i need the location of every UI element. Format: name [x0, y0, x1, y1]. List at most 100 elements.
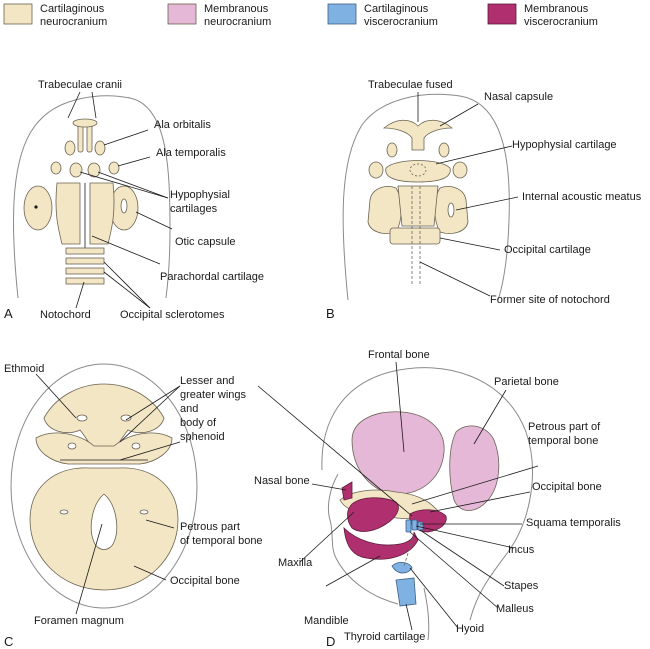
legend-item-membranous-neurocranium: Membranous neurocranium: [167, 3, 271, 28]
jugular-right: [139, 509, 149, 515]
label-incus: Incus: [508, 544, 535, 556]
head-outline: [321, 367, 533, 621]
label-ala-temporalis: Ala temporalis: [156, 147, 226, 159]
hypophysial-cartilage-right: [87, 162, 101, 178]
stapes: [417, 521, 424, 531]
legend-label-line2: viscerocranium: [364, 16, 438, 28]
legend-label-line2: neurocranium: [40, 16, 107, 28]
label-mandible: Mandible: [304, 615, 349, 627]
head-outline: [10, 363, 198, 609]
hypophysial-cartilage-left: [69, 162, 83, 178]
ala-temporalis-left: [50, 161, 62, 175]
internal-acoustic-meatus: [447, 202, 455, 218]
nasal-bone: [341, 481, 353, 501]
label-occipital-bone: Occipital bone: [532, 481, 602, 493]
legend-item-cartilaginous-neurocranium: Cartilaginous neurocranium: [3, 3, 107, 28]
incus: [411, 519, 418, 531]
hypophysial-cartilage: [385, 160, 451, 183]
label-hypophysial-1: Hypophysial: [170, 189, 230, 201]
label-former-notochord: Former site of notochord: [490, 294, 610, 306]
panel-letter-a: A: [4, 306, 13, 321]
label-stapes: Stapes: [504, 580, 539, 592]
label-nasal-capsule: Nasal capsule: [484, 91, 553, 103]
otic-capsule-left: [367, 186, 402, 234]
bone-shapes: [339, 411, 500, 607]
label-frontal-bone: Frontal bone: [368, 349, 430, 361]
nasal-capsule: [382, 119, 454, 151]
legend-label-line1: Cartilaginous: [40, 3, 105, 15]
label-maxilla: Maxilla: [278, 557, 313, 569]
legend-swatch: [3, 3, 33, 25]
middle-cranial-base: [35, 432, 173, 465]
label-trabeculae-fused: Trabeculae fused: [368, 79, 453, 91]
legend-label-line1: Membranous: [204, 3, 269, 15]
label-squama: Squama temporalis: [526, 517, 621, 529]
label-ethmoid: Ethmoid: [4, 363, 44, 375]
label-hypophysial-2: cartilages: [170, 203, 218, 215]
bone-shapes: [29, 383, 179, 591]
legend-label-line2: viscerocranium: [524, 16, 598, 28]
label-malleus: Malleus: [496, 603, 534, 615]
trabecula-lateral-left: [386, 142, 398, 158]
foramen-right: [131, 442, 141, 450]
orbit-right: [120, 414, 132, 422]
label-lesser-2: greater wings: [180, 389, 247, 401]
label-parietal-bone: Parietal bone: [494, 376, 559, 388]
lateral-ala-left: [368, 161, 384, 179]
ala-temporalis-right: [108, 161, 120, 175]
labels: Trabeculae cranii Ala orbitalis Ala temp…: [4, 79, 264, 321]
thyroid-cartilage: [395, 577, 417, 607]
styloid-dashed: [403, 533, 415, 567]
label-ala-orbitalis: Ala orbitalis: [154, 119, 211, 131]
legend-item-cartilaginous-viscerocranium: Cartilaginous viscerocranium: [327, 3, 438, 28]
leader-lines: [257, 361, 539, 631]
legend-swatch: [167, 3, 197, 25]
head-outline: [12, 95, 171, 299]
hypophyseal-fossa: [409, 163, 427, 177]
foramen-magnum: [90, 493, 118, 550]
maxilla: [347, 497, 399, 532]
label-lesser-4: body of: [180, 417, 217, 429]
parietal-bone: [449, 425, 500, 511]
panel-c: Ethmoid Lesser and greater wings and bod…: [4, 363, 263, 649]
label-notochord: Notochord: [40, 309, 91, 321]
malleus: [405, 519, 412, 533]
sclerotome-3: [65, 267, 105, 275]
label-nasal-bone: Nasal bone: [254, 475, 310, 487]
anterior-cranial-base: [43, 383, 165, 453]
label-lesser-1: Lesser and: [180, 375, 234, 387]
panel-letter-b: B: [326, 306, 335, 321]
sclerotome-4: [65, 277, 105, 285]
labels: Frontal bone Parietal bone Petrous part …: [254, 349, 621, 649]
neck-outline: [423, 587, 430, 641]
label-foramen-magnum: Foramen magnum: [34, 615, 124, 627]
label-hypophysial-cartilage: Hypophysial cartilage: [512, 139, 617, 151]
panel-letter-d: D: [326, 634, 335, 649]
legend-swatch: [327, 3, 357, 25]
label-petrous-1: Petrous part: [180, 521, 240, 533]
otic-dot: [34, 205, 38, 209]
label-occipital-bone: Occipital bone: [170, 575, 240, 587]
label-petrous-2: temporal bone: [528, 435, 598, 447]
otic-vesicle: [120, 198, 128, 214]
face-outline: [327, 473, 399, 605]
legend-label-line1: Cartilaginous: [364, 3, 429, 15]
sclerotome-2: [65, 257, 105, 265]
panel-letter-c: C: [4, 634, 13, 649]
labels: Ethmoid Lesser and greater wings and bod…: [4, 363, 263, 649]
leader-lines: [417, 92, 519, 297]
legend-label-line2: neurocranium: [204, 16, 271, 28]
ala-orbitalis-left: [64, 140, 76, 156]
otic-capsule-left: [23, 185, 53, 231]
cartilage-shapes: [367, 119, 469, 245]
legend-label-line1: Membranous: [524, 3, 589, 15]
occipital-cartilage: [389, 227, 441, 245]
parachordal-plate: [397, 185, 439, 227]
jugular-left: [59, 509, 69, 515]
parachordal-right: [89, 182, 115, 245]
trabecula-lateral-right: [438, 142, 450, 158]
lateral-ala-right: [452, 161, 468, 179]
leader-lines: [67, 91, 173, 309]
trabecula-tip: [72, 118, 98, 128]
